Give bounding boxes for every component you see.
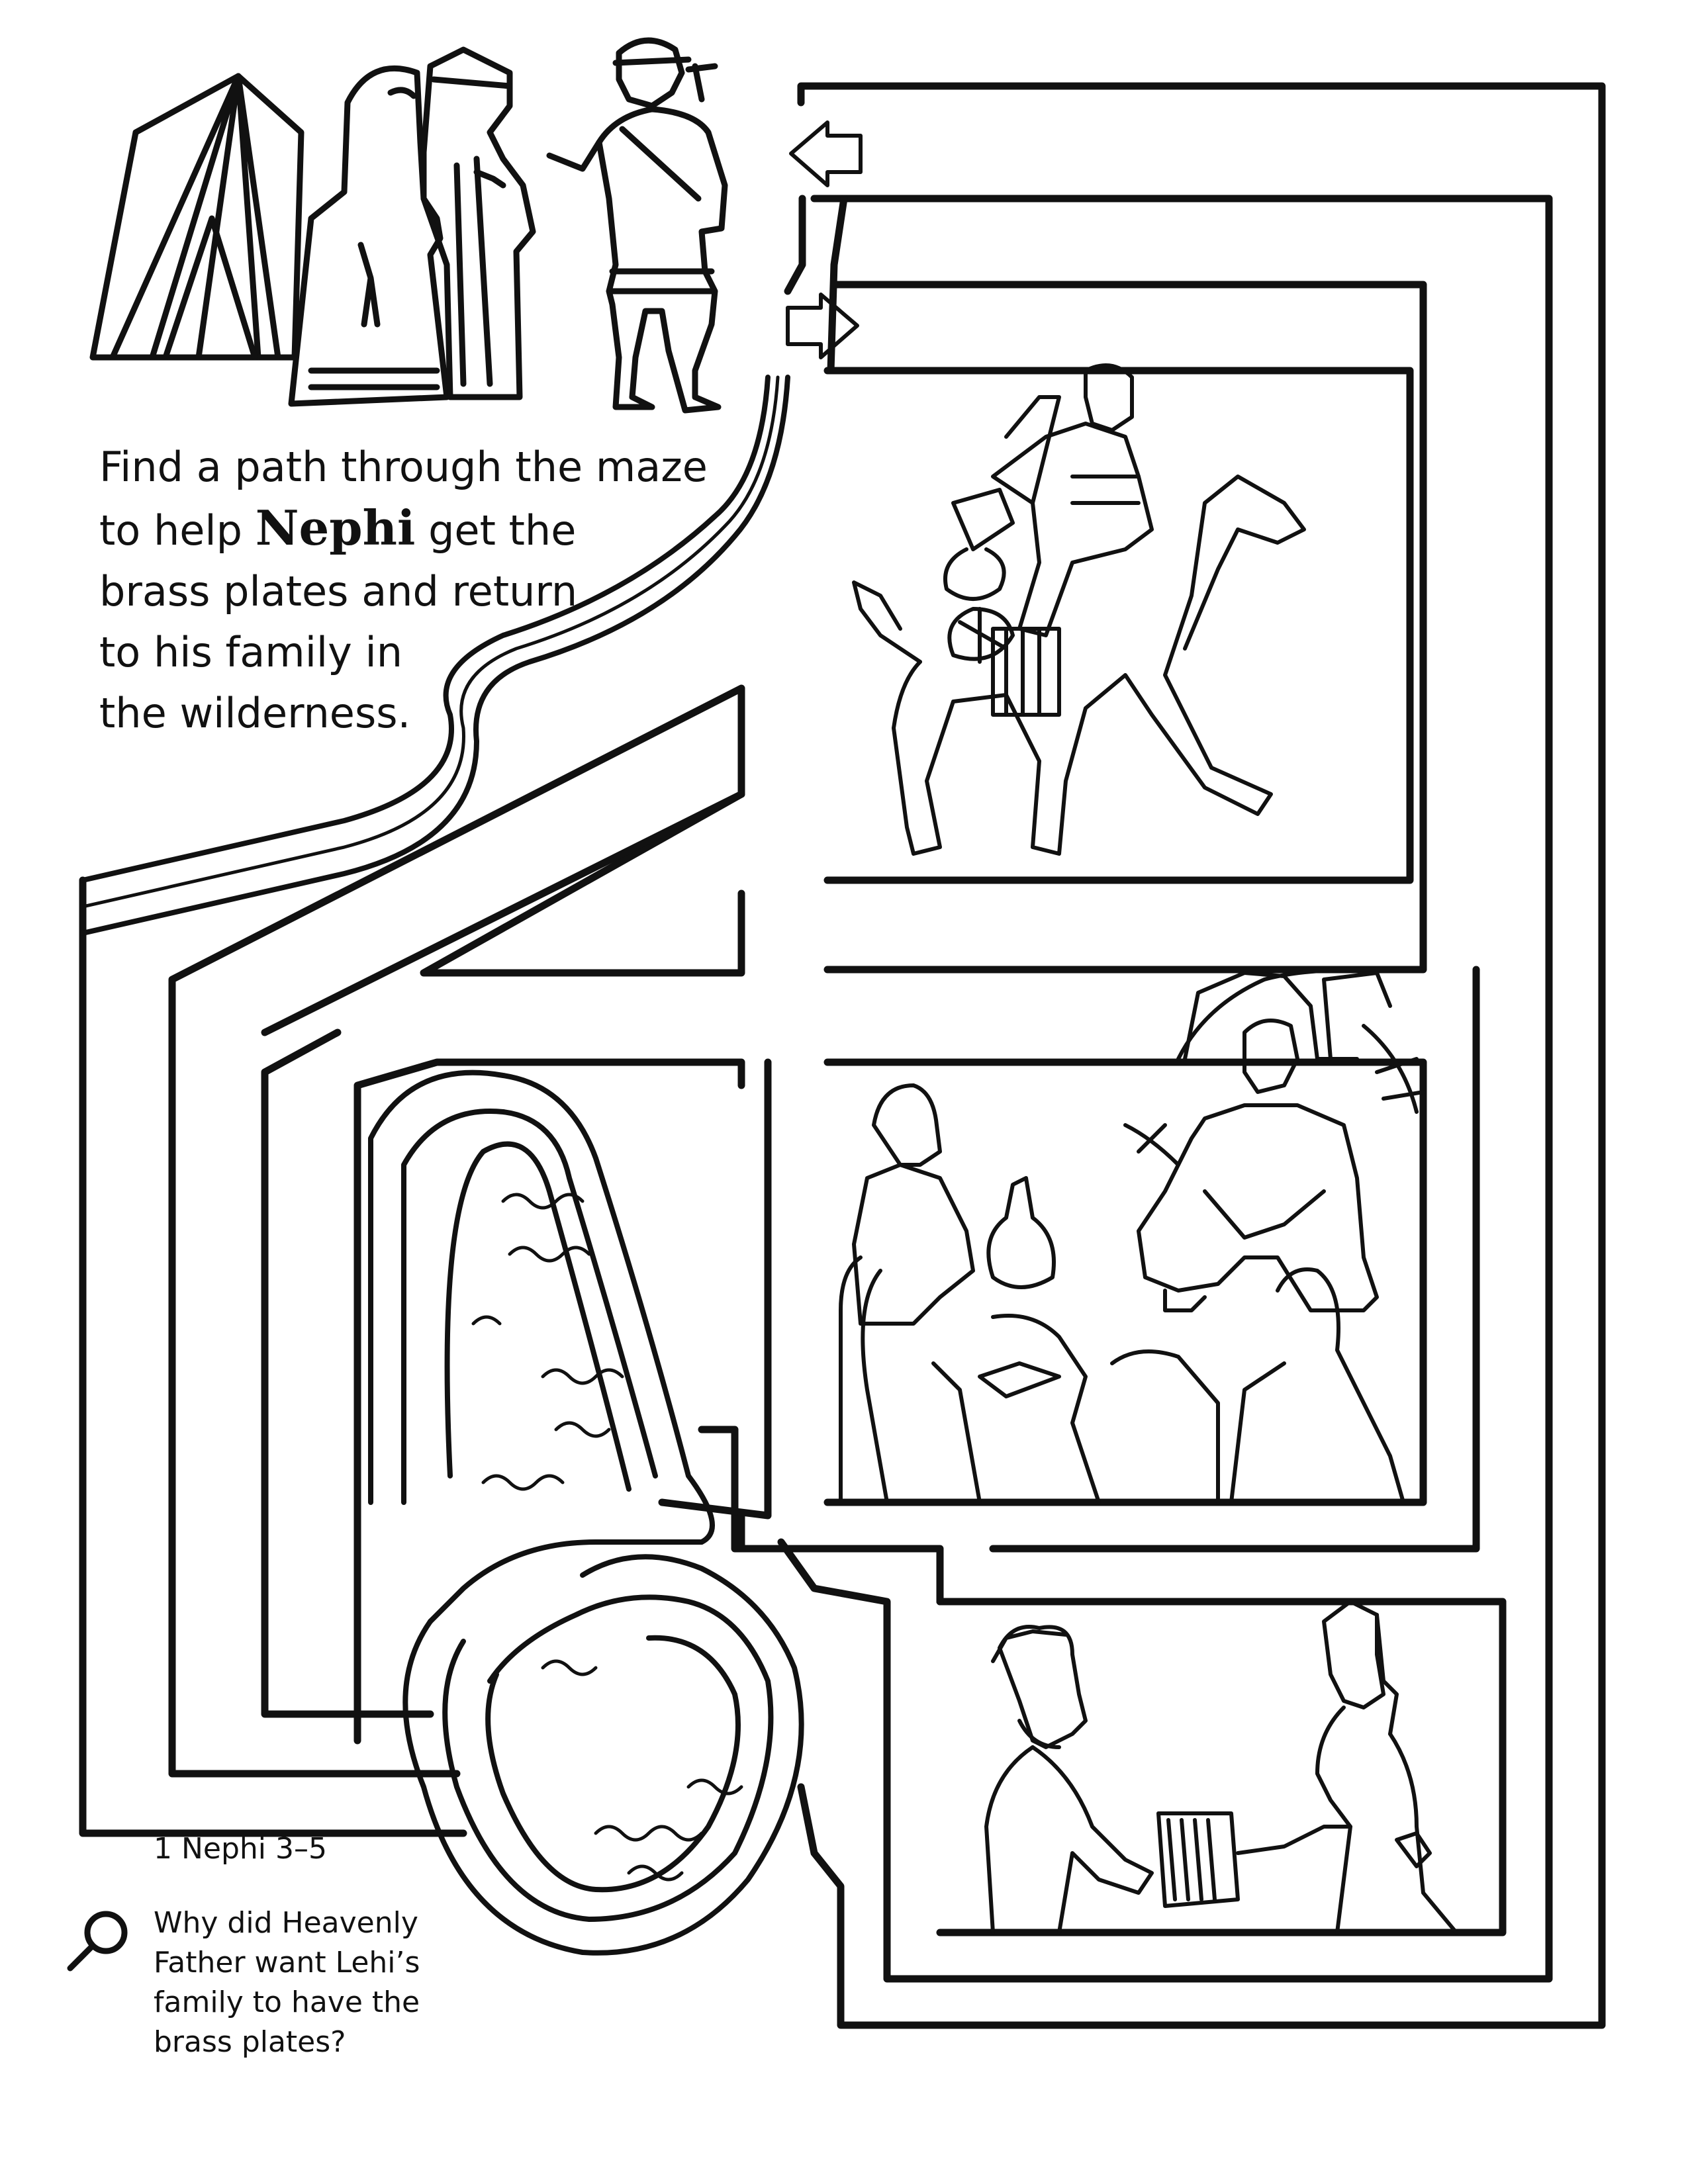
panel-nephi-on-camel: [852, 363, 1306, 856]
lake-and-stream: [368, 1069, 804, 1956]
question-line-1: Why did Heavenly: [154, 1906, 418, 1940]
panel-brass-plates: [984, 1600, 1458, 1934]
instructions-line-3: brass plates and return: [99, 567, 578, 615]
scripture-reference: 1 Nephi 3–5: [154, 1832, 327, 1866]
father-figure: [420, 46, 536, 400]
tent: [89, 73, 305, 361]
nephi-standing-figure: [546, 37, 728, 414]
discussion-question: Why did Heavenly Father want Lehi’s fami…: [154, 1903, 498, 2062]
nephi-name: Nephi: [255, 500, 416, 556]
instructions-line-1: Find a path through the maze: [99, 443, 708, 491]
instructions-line-2-after: get the: [415, 506, 577, 555]
instructions-line-2: to help Nephi get the: [99, 498, 728, 561]
question-line-3: family to have the: [154, 1985, 420, 2019]
panel-laban-throne: [839, 967, 1425, 1504]
mother-figure: [288, 65, 450, 407]
instructions-line-5: the wilderness.: [99, 689, 411, 737]
instructions-line-2-before: to help: [99, 506, 256, 555]
arrow-right-icon: [786, 293, 859, 359]
maze-walls: [79, 82, 1606, 2029]
river: [80, 375, 790, 936]
instructions-line-4: to his family in: [99, 628, 403, 676]
magnifying-glass-icon: [67, 1911, 128, 1972]
question-line-4: brass plates?: [154, 2025, 346, 2059]
family-illustration: [89, 37, 728, 414]
instructions-text: Find a path through the maze to help Nep…: [99, 437, 728, 744]
question-line-2: Father want Lehi’s: [154, 1946, 420, 1979]
arrow-left-icon: [789, 120, 863, 187]
